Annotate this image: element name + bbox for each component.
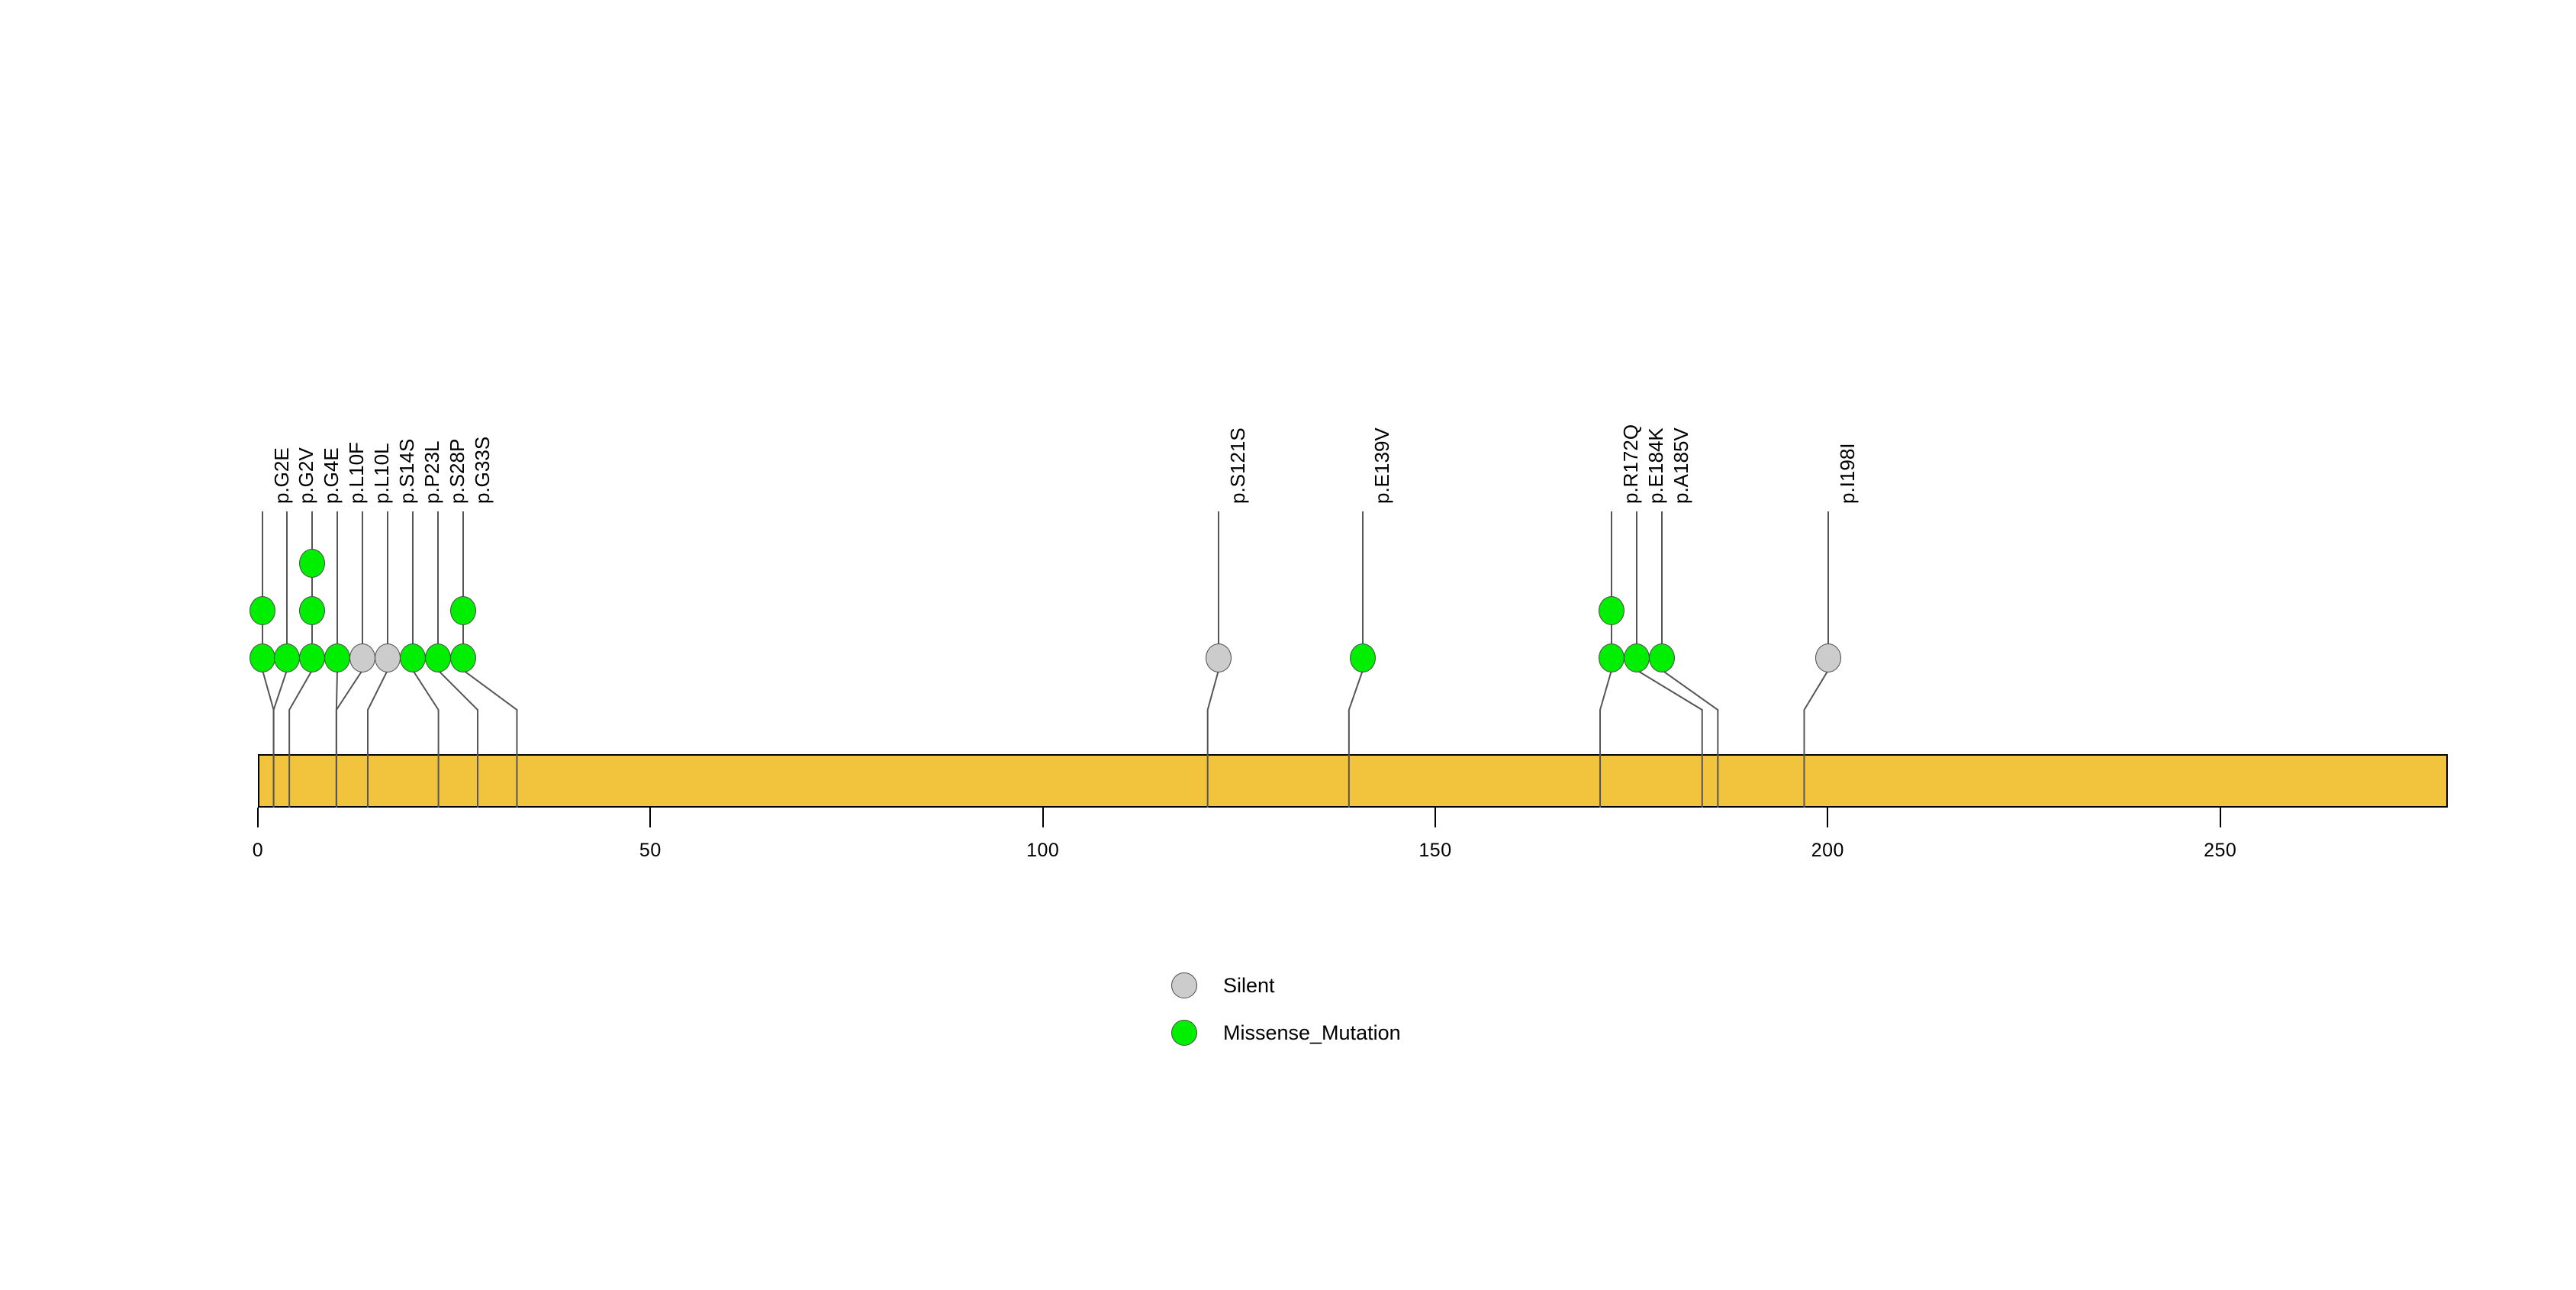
x-axis-tick-label: 0	[252, 840, 264, 861]
x-axis-tick	[1827, 808, 1829, 827]
lollipop-stem	[1206, 511, 1219, 808]
legend-label: Missense_Mutation	[1223, 1021, 1401, 1044]
x-axis-tick-label: 50	[639, 840, 662, 861]
x-axis-tick-label: 200	[1811, 840, 1844, 861]
x-axis-tick	[257, 808, 259, 827]
lollipop-stem	[262, 511, 275, 808]
lollipop-stem	[272, 511, 288, 808]
lollipop-stem	[335, 511, 363, 808]
x-axis-tick	[2219, 808, 2221, 827]
lollipop-stem	[462, 511, 518, 808]
lollipop-stem	[437, 511, 479, 808]
lollipop-stem	[412, 511, 440, 808]
protein-backbone-bar	[258, 754, 2448, 808]
legend-item[interactable]: Silent	[1171, 962, 1401, 1009]
lollipop-stem	[1599, 511, 1612, 808]
lollipop-stem	[1636, 511, 1703, 808]
x-axis-tick-label: 100	[1026, 840, 1060, 861]
legend-item[interactable]: Missense_Mutation	[1171, 1009, 1401, 1056]
lollipop-stem	[288, 511, 313, 808]
legend-swatch-silent	[1171, 972, 1197, 998]
x-axis-tick	[649, 808, 652, 827]
legend-label: Silent	[1223, 973, 1275, 997]
lollipop-stem	[1803, 511, 1829, 808]
legend-swatch-missense_mutation	[1171, 1020, 1197, 1046]
x-axis-tick	[1042, 808, 1044, 827]
lollipop-stem	[1348, 511, 1364, 808]
lollipop-stem	[367, 511, 388, 808]
x-axis-tick-label: 250	[2204, 840, 2237, 861]
x-axis-tick	[1435, 808, 1436, 827]
lollipop-stem	[1661, 511, 1719, 808]
x-axis-tick-label: 150	[1418, 840, 1452, 861]
